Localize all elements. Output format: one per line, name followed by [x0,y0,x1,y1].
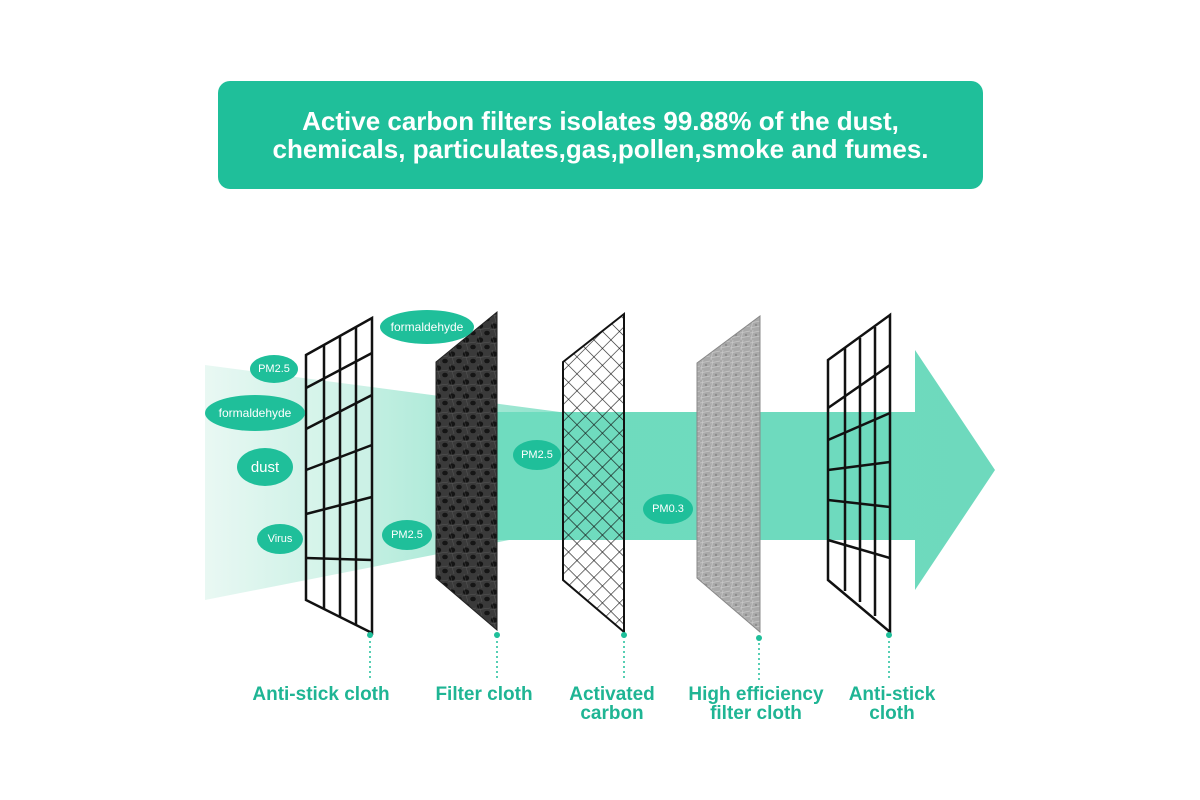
layer-label-anti-stick-cloth-1: Anti-stick cloth [252,684,390,705]
activated-carbon-layer [562,311,625,635]
layer-label-high-efficiency-filter: High efficiency filter cloth [688,684,824,724]
headline-line-1: Active carbon filters isolates 99.88% of… [302,106,899,136]
layer-label-filter-cloth: Filter cloth [435,684,533,705]
layer-label-activated-carbon: Activated carbon [569,684,655,724]
tag-pm25-mid: PM2.5 [513,440,561,470]
layer-label-anti-stick-cloth-2: Anti-stick cloth [848,684,936,724]
headline-line-2: chemicals, particulates,gas,pollen,smoke… [272,134,929,164]
headline-banner: Active carbon filters isolates 99.88% of… [218,81,983,189]
tag-virus: Virus [257,524,303,554]
tag-pm25-filter: PM2.5 [382,520,432,550]
tag-pm03: PM0.3 [643,494,693,524]
anti-stick-cloth-layer-2 [826,312,892,635]
tag-formaldehyde-top: formaldehyde [380,310,474,344]
tag-formaldehyde-inlet: formaldehyde [205,395,305,431]
filter-cloth-layer [435,310,498,632]
tag-pm25-inlet: PM2.5 [250,355,298,383]
tag-dust: dust [237,448,293,486]
leader-dots [367,632,892,641]
anti-stick-cloth-layer-1 [304,315,374,636]
leader-lines [369,636,890,680]
high-efficiency-filter-layer [696,315,761,634]
